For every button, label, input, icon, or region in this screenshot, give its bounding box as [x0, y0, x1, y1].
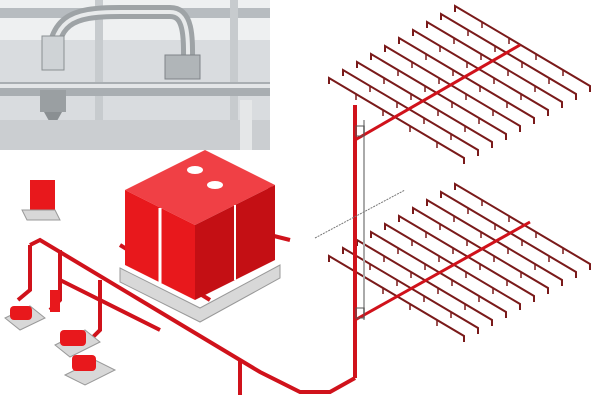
sprinkler-branch-line: [454, 4, 591, 92]
water-tanks: [119, 150, 281, 323]
sprinkler-branch-line: [454, 182, 591, 270]
sprinkler-branch-line: [412, 28, 549, 116]
main-riser: [314, 43, 531, 378]
sprinkler-branch-line: [328, 76, 465, 164]
sprinkler-branch-line: [440, 190, 577, 278]
upper-sprinkler-grid: [328, 4, 591, 164]
sprinkler-branch-line: [426, 198, 563, 286]
photo-inset: [0, 0, 270, 150]
sprinkler-branch-line: [426, 20, 563, 108]
pump-units: [4, 290, 117, 386]
sprinkler-branch-line: [440, 12, 577, 100]
sprinkler-branch-line: [342, 68, 479, 156]
sprinkler-branch-line: [398, 36, 535, 124]
sprinkler-branch-line: [356, 60, 493, 148]
sprinkler-branch-line: [370, 52, 507, 140]
sprinkler-branch-line: [384, 44, 521, 132]
control-panel: [21, 180, 61, 221]
sprinkler-branch-line: [412, 206, 549, 294]
